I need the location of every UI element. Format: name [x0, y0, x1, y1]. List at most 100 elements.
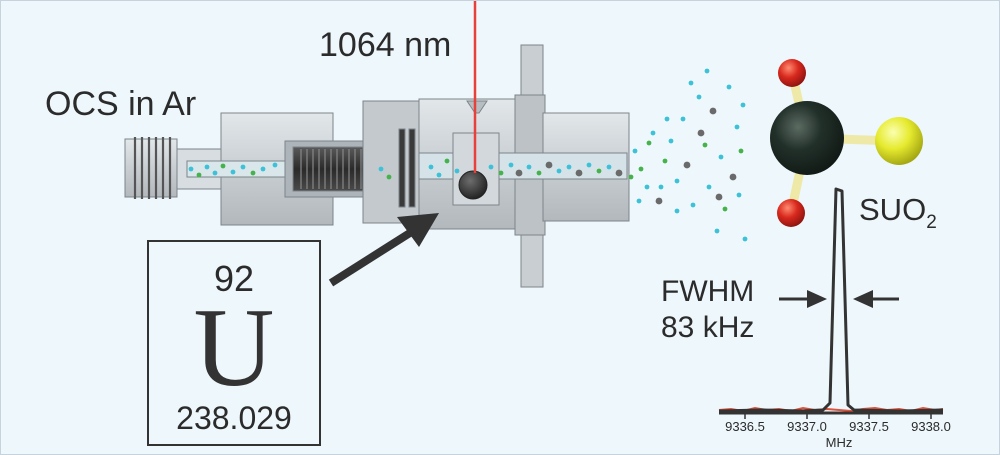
molecule-label-subscript: 2	[926, 212, 937, 233]
gas-particle	[722, 206, 728, 212]
gas-particle	[566, 164, 572, 170]
gas-particle	[545, 161, 553, 169]
gas-particle	[428, 164, 434, 170]
gas-particle	[742, 236, 748, 242]
gas-particle	[250, 170, 256, 176]
gas-particle	[658, 184, 664, 190]
molecule-label-base: SUO	[859, 192, 926, 227]
gas-particle	[650, 130, 656, 136]
spring-coil	[300, 149, 362, 189]
gas-particle	[706, 184, 712, 190]
suo2-molecule	[770, 59, 923, 227]
gas-particle	[508, 162, 514, 168]
gas-particle	[454, 168, 460, 174]
gas-particle	[734, 124, 740, 130]
axis-unit-label: MHz	[826, 435, 853, 450]
gas-particle	[498, 170, 504, 176]
gas-particle	[718, 154, 724, 160]
fwhm-right-arrow	[853, 290, 899, 308]
ablation-source-assembly	[124, 44, 630, 288]
gas-particle	[586, 162, 592, 168]
gas-particle	[646, 140, 652, 146]
fwhm-title: FWHM	[661, 275, 754, 308]
gas-particle	[690, 202, 696, 208]
gas-particle	[662, 158, 668, 164]
tick-label-4: 9338.0	[911, 419, 951, 434]
element-tile-frame	[147, 240, 321, 446]
gas-particle	[444, 158, 450, 164]
o-ring-2	[408, 128, 416, 208]
gas-particle	[188, 166, 194, 172]
gas-particle	[696, 94, 702, 100]
spectrum-plot: 9336.5 9337.0 9337.5 9338.0 MHz FWHM 83 …	[661, 187, 951, 450]
gas-particle	[688, 80, 694, 86]
gas-particle	[726, 84, 732, 90]
gas-particle	[729, 173, 737, 181]
gas-particle	[212, 170, 218, 176]
thread-lines	[133, 137, 172, 199]
gas-particle	[575, 169, 583, 177]
gas-particle	[697, 129, 705, 137]
gas-particle	[715, 193, 723, 201]
axis-ticks	[744, 413, 932, 419]
gas-particle	[436, 172, 442, 178]
oxygen-atom-bottom	[777, 199, 805, 227]
gas-particle	[709, 107, 717, 115]
gas-particle	[636, 198, 642, 204]
gas-particle	[272, 162, 278, 168]
tick-label-2: 9337.0	[787, 419, 827, 434]
gas-particle	[680, 116, 686, 122]
gas-particle	[668, 138, 674, 144]
sulfur-atom	[875, 117, 923, 165]
gas-particle	[674, 208, 680, 214]
atomic-mass: 238.029	[176, 400, 292, 436]
gas-particle	[488, 164, 494, 170]
gas-particle	[386, 174, 392, 180]
gas-particle	[260, 166, 266, 172]
gas-particle	[714, 228, 720, 234]
gas-particle	[536, 170, 542, 176]
o-ring-1	[398, 128, 406, 208]
solenoid-core	[292, 146, 372, 192]
gas-particle	[220, 163, 226, 169]
gas-particles	[188, 68, 748, 242]
gas-particle	[638, 166, 644, 172]
gas-particle	[196, 172, 202, 178]
gas-mixture-label: OCS in Ar	[45, 85, 196, 123]
gas-particle	[655, 197, 663, 205]
gas-particle	[230, 169, 236, 175]
gas-particle	[515, 169, 523, 177]
tick-label-1: 9336.5	[725, 419, 765, 434]
oxygen-atom-top	[778, 59, 806, 87]
gas-particle	[240, 164, 246, 170]
expansion-channel	[418, 152, 628, 180]
spectrum-trace	[718, 187, 944, 413]
pointer-arrow	[328, 213, 439, 287]
gas-particle	[736, 192, 742, 198]
gas-particle	[615, 169, 623, 177]
laser-port	[466, 100, 488, 114]
gas-particle	[596, 168, 602, 174]
laser-wavelength-label: 1064 nm	[319, 26, 451, 64]
gas-particle	[702, 142, 708, 148]
gas-particle	[606, 164, 612, 170]
gas-particle	[632, 148, 638, 154]
gas-particle	[704, 68, 710, 74]
tick-label-3: 9337.5	[849, 419, 889, 434]
molecule-label: SUO2	[859, 192, 937, 233]
element-symbol: U	[194, 286, 275, 410]
gas-particle	[556, 168, 562, 174]
uranium-target-rod	[458, 170, 488, 200]
fwhm-value: 83 kHz	[661, 311, 754, 344]
gas-particle	[644, 184, 650, 190]
gas-particle	[740, 102, 746, 108]
gas-particle	[738, 148, 744, 154]
uranium-atom	[770, 101, 844, 175]
threaded-fitting	[124, 138, 178, 198]
uranium-element-tile: 92 U 238.029	[147, 240, 321, 446]
gas-particle	[628, 174, 634, 180]
gas-particle	[674, 178, 680, 184]
gas-particle	[683, 161, 691, 169]
